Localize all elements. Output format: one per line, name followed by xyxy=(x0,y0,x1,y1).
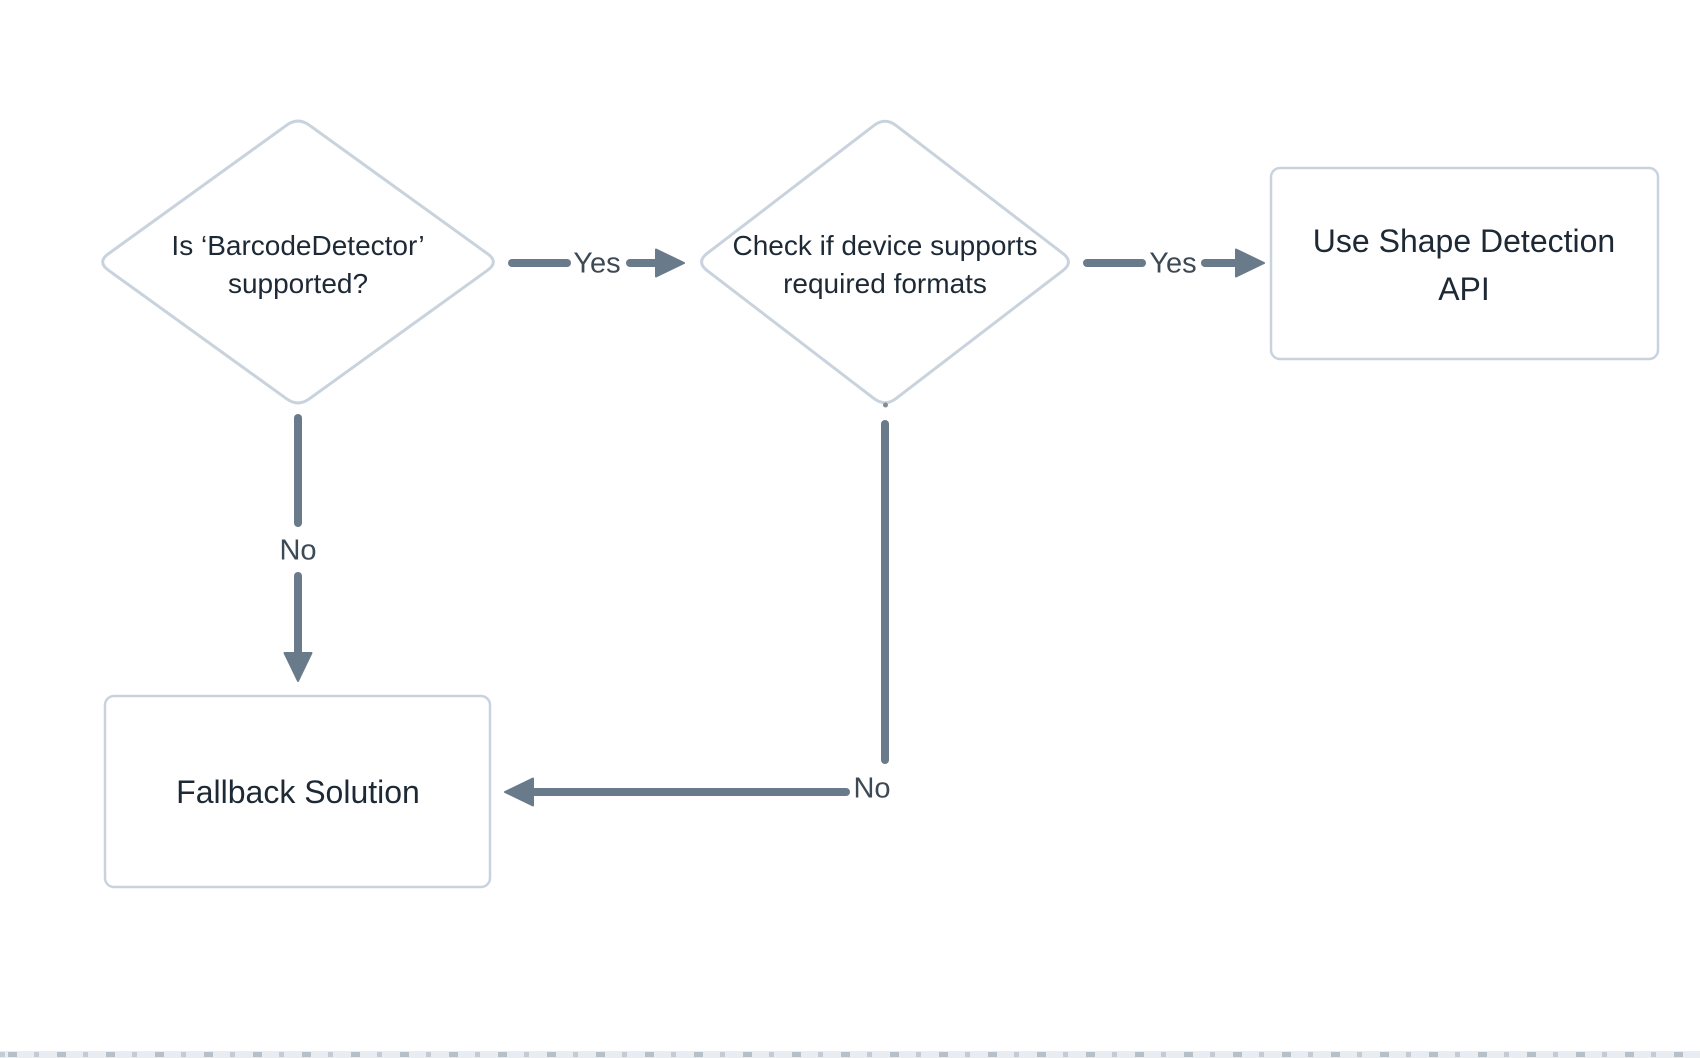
decision-label-barcode-supported: Is ‘BarcodeDetector’ supported? xyxy=(171,230,425,299)
edge-label-barcode-yes: Yes xyxy=(573,247,621,280)
bottom-tick-strip xyxy=(0,1051,1700,1058)
edge-label-barcode-no: No xyxy=(279,534,317,567)
process-box-fallback xyxy=(103,694,492,889)
process-label-fallback: Fallback Solution xyxy=(176,774,420,810)
edge-barcode-no-arrowhead xyxy=(283,652,313,682)
process-box-shape-detection xyxy=(1269,166,1660,361)
bottom-tick-marks xyxy=(0,1052,1700,1057)
connector-dot xyxy=(883,402,888,408)
process-label-shape-detection: Use Shape Detection API xyxy=(1312,223,1616,307)
decision-diamond-device-formats xyxy=(700,119,1070,405)
edge-label-formats-yes: Yes xyxy=(1149,247,1197,280)
edge-label-formats-no: No xyxy=(853,772,891,805)
edge-barcode-yes-arrowhead xyxy=(655,248,685,278)
decision-label-device-formats: Check if device supports required format… xyxy=(732,230,1038,299)
decision-diamond-barcode-supported xyxy=(101,119,495,405)
edge-formats-yes-arrowhead xyxy=(1235,248,1265,278)
edge-formats-no-arrowhead xyxy=(504,777,534,807)
